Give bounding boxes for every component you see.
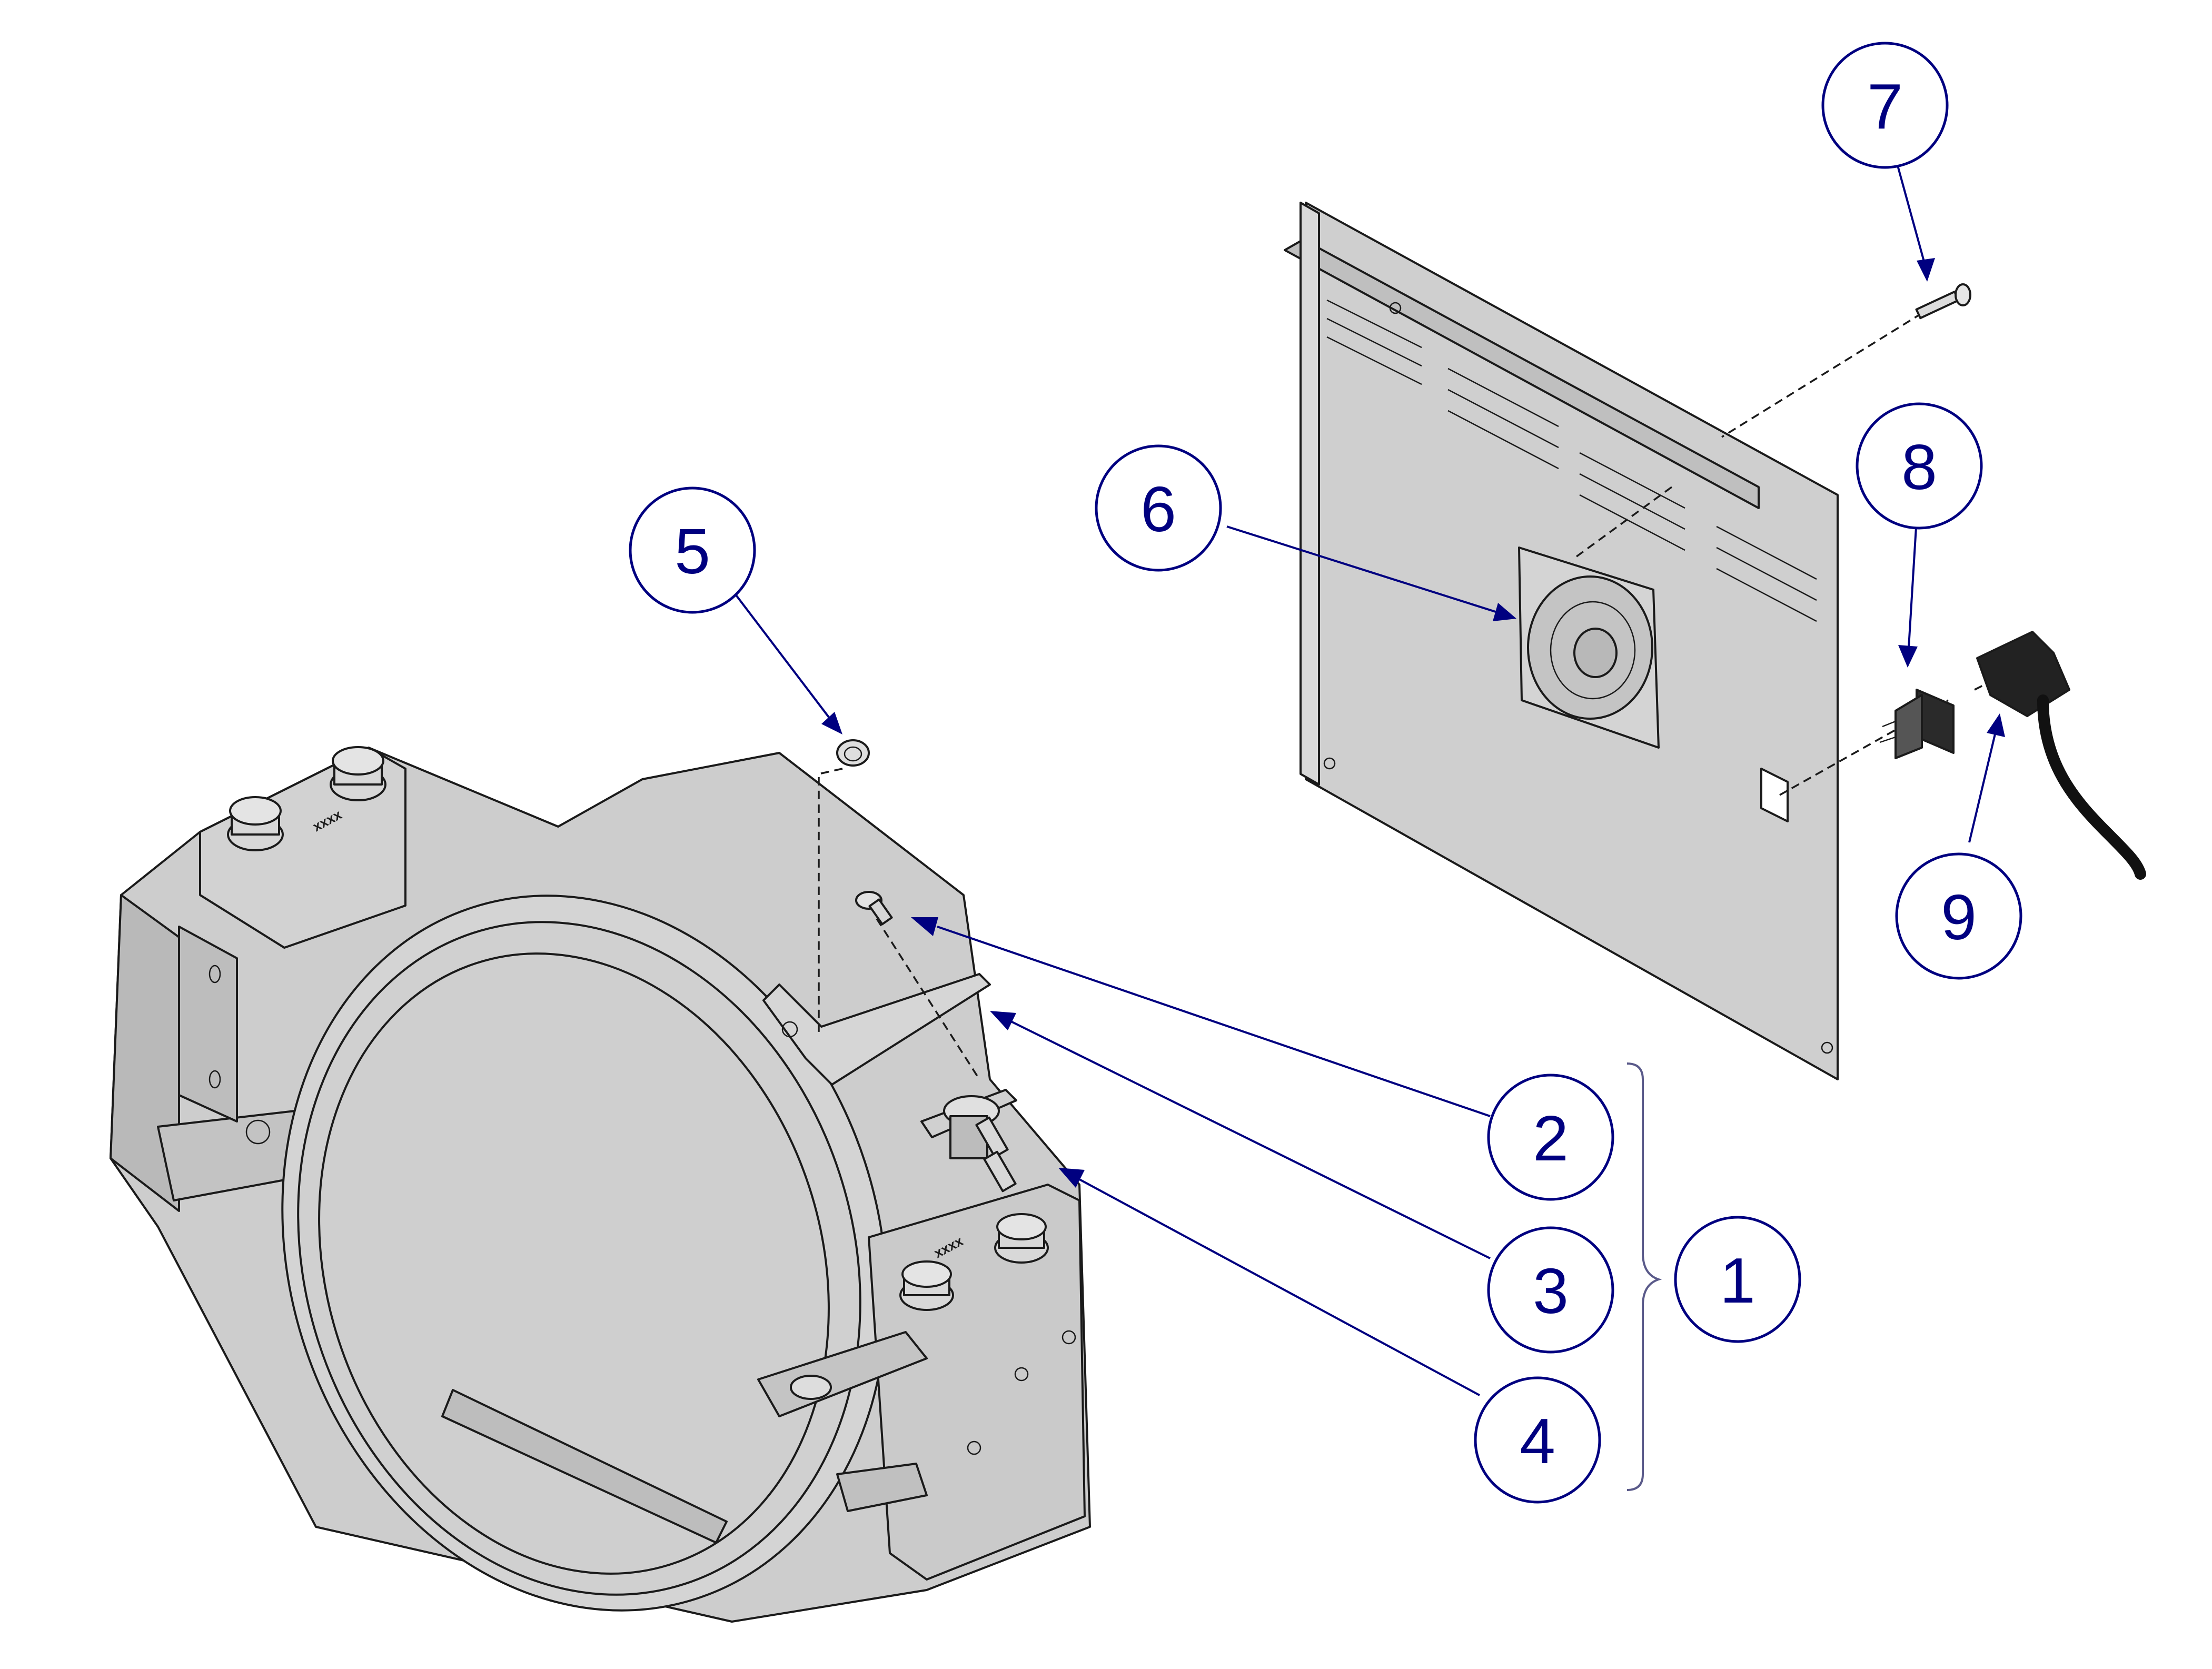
- power-inlet: [1879, 689, 1955, 759]
- cooling-fan: [1518, 547, 1660, 749]
- power-cord: [1976, 631, 2146, 880]
- leader-9: [1968, 731, 1997, 843]
- leader-5: [731, 589, 833, 722]
- arrow-3: [990, 1011, 1016, 1030]
- callout-4-label: 4: [1520, 1405, 1555, 1477]
- latch-knob: [790, 1375, 832, 1400]
- callout-2: 2: [1487, 1074, 1614, 1201]
- panel-side-flange: [1300, 202, 1320, 786]
- bolt-top-left-2: [330, 746, 386, 801]
- left-bracket: [178, 926, 238, 1122]
- callout-8-label: 8: [1901, 431, 1937, 503]
- arrow-8: [1898, 645, 1918, 668]
- leader-3: [1010, 1020, 1491, 1259]
- leader-7: [1894, 157, 1926, 264]
- callout-7: 7: [1821, 42, 1949, 169]
- leader-6: [1226, 525, 1501, 614]
- pin-assembly-line: [876, 918, 980, 1080]
- arrow-9: [1987, 713, 2005, 737]
- inlet-cutout: [1760, 768, 1789, 822]
- nut-assembly-line: [818, 768, 843, 1032]
- panel-hole-top: [1389, 302, 1402, 314]
- callout-4: 4: [1474, 1376, 1601, 1504]
- leader-lines: [731, 157, 2005, 1396]
- bracket-hole-bottom: [209, 1070, 221, 1089]
- rear-panel-assembly: [1284, 202, 2038, 1080]
- rail-hole: [245, 1119, 271, 1145]
- vent-slots: [1326, 299, 1817, 622]
- callout-5-label: 5: [674, 515, 710, 587]
- callout-1: 1: [1674, 1216, 1801, 1343]
- block-hole-1: [1014, 1367, 1029, 1382]
- block-hole-2: [967, 1440, 981, 1455]
- leader-4: [1079, 1178, 1480, 1396]
- arrow-6: [1493, 603, 1516, 621]
- callout-6: 6: [1095, 444, 1222, 572]
- switch-bracket-assembly: [762, 739, 1017, 1193]
- right-mount-block: [868, 1184, 1086, 1581]
- callout-9: 9: [1895, 852, 2022, 980]
- fan-assembly-line: [1573, 486, 1673, 559]
- arrow-2: [911, 917, 938, 936]
- leader-2: [937, 926, 1491, 1117]
- block-hole-3: [1062, 1330, 1076, 1345]
- door-bar: [441, 1389, 728, 1544]
- bolt-right-1: [994, 1213, 1049, 1264]
- leader-8: [1908, 518, 1918, 648]
- group-brace: [1626, 1062, 1662, 1491]
- callout-7-label: 7: [1867, 71, 1903, 142]
- panel-hole-bl: [1323, 757, 1336, 770]
- bolt-top-left-1: [227, 796, 284, 851]
- bolt-right-2: [899, 1260, 954, 1311]
- panel-top-flange: [1284, 239, 1760, 509]
- callout-8: 8: [1856, 402, 1983, 530]
- bracket-hole-top: [209, 965, 221, 983]
- callout-3-label: 3: [1533, 1255, 1569, 1327]
- callout-9-label: 9: [1941, 881, 1977, 953]
- door-hinge: [836, 1463, 928, 1512]
- screw-assembly-line: [1721, 312, 1922, 438]
- panel-screw: [1915, 283, 1971, 320]
- rivet-pin: [855, 891, 893, 926]
- panel-hole-br: [1821, 1041, 1833, 1054]
- arrow-5: [821, 712, 842, 734]
- callout-1-label: 1: [1720, 1245, 1755, 1316]
- arrow-7: [1917, 258, 1935, 282]
- callout-6-label: 6: [1140, 473, 1176, 545]
- callout-2-label: 2: [1533, 1102, 1569, 1174]
- thermal-switch: [920, 1089, 1017, 1193]
- switch-bracket: [762, 973, 991, 1086]
- cord-cable: [2037, 694, 2146, 880]
- chamber-assembly: xxxx xxxx xxxx: [110, 746, 1091, 1623]
- inlet-assembly-line: [1779, 699, 1949, 796]
- callout-3: 3: [1487, 1226, 1614, 1354]
- callout-5: 5: [629, 486, 756, 614]
- hex-nut: [836, 739, 870, 767]
- bracket-slot: [781, 1021, 798, 1038]
- arrow-4: [1058, 1168, 1085, 1188]
